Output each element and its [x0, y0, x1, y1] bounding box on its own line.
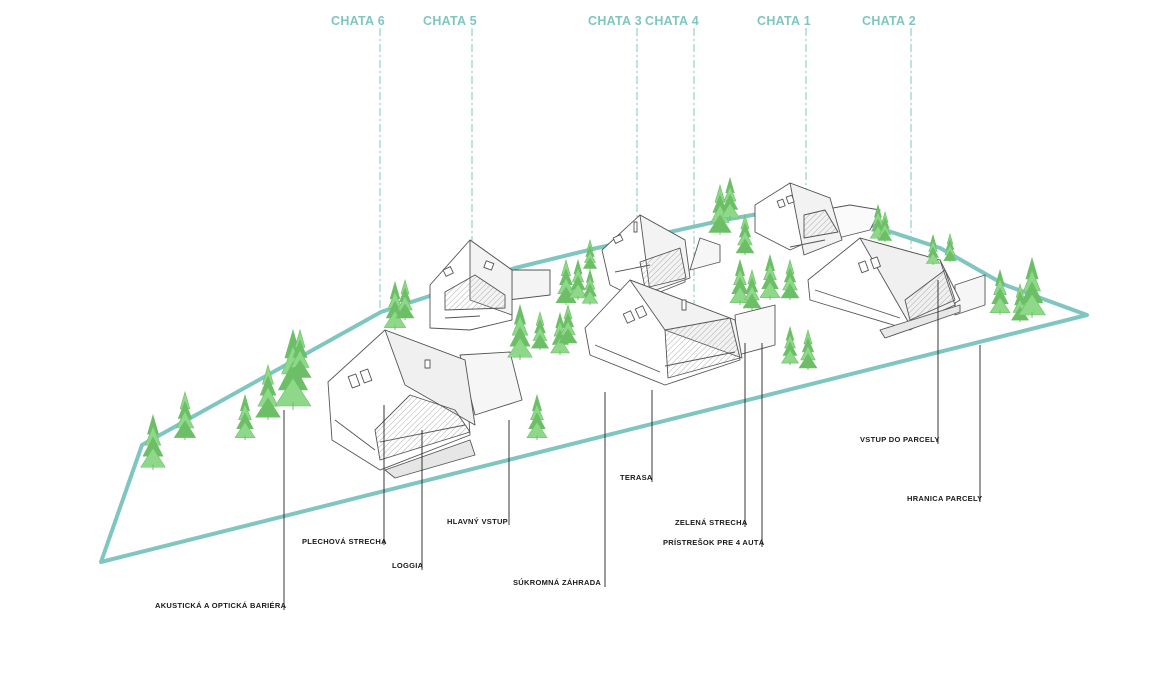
hranica-label: HRANICA PARCELY: [907, 494, 983, 503]
house-chata-3: [601, 214, 721, 301]
tree: [735, 213, 755, 255]
plot-boundary: [99, 203, 1089, 564]
tree: [582, 238, 598, 270]
house-chata-2: [807, 237, 986, 339]
trees: [140, 176, 1046, 470]
tree: [925, 233, 941, 265]
tree: [720, 176, 740, 220]
tree: [759, 253, 781, 300]
chata-2-label: CHATA 2: [862, 14, 916, 28]
pristresok-label: PRÍSTREŠOK PRE 4 AUTÁ: [663, 538, 765, 547]
tree: [255, 363, 281, 420]
tree: [555, 258, 577, 305]
house-chata-4: [584, 279, 776, 386]
vstup-parcely-label: VSTUP DO PARCELY: [860, 435, 940, 444]
tree: [173, 390, 197, 440]
chata-3-label: CHATA 3: [588, 14, 642, 28]
house-chata-1: [754, 182, 881, 256]
tree: [526, 393, 548, 440]
tree: [729, 258, 751, 305]
tree: [780, 258, 800, 300]
terasa-label: TERASA: [620, 473, 653, 482]
tree: [1018, 256, 1046, 318]
tree: [568, 258, 588, 300]
tree: [140, 413, 166, 470]
tree: [780, 325, 800, 365]
callout-lines: [283, 280, 981, 610]
akusticka-label: AKUSTICKÁ A OPTICKÁ BARIÉRA: [155, 601, 287, 610]
hlavny-vstup-label: HLAVNÝ VSTUP: [447, 517, 508, 526]
plechova-label: PLECHOVÁ STRECHA: [302, 537, 387, 546]
house-chata-6: [327, 329, 523, 479]
chata-5-label: CHATA 5: [423, 14, 477, 28]
house-chata-5: [429, 239, 551, 331]
tree: [877, 210, 893, 242]
tree: [558, 303, 578, 345]
tree: [798, 328, 818, 370]
chata-4-label: CHATA 4: [645, 14, 699, 28]
tree: [288, 328, 312, 380]
zelena-label: ZELENÁ STRECHA: [675, 518, 748, 527]
tree: [530, 310, 550, 350]
tree: [989, 268, 1011, 315]
tree: [943, 232, 957, 262]
tree: [507, 303, 533, 360]
tree: [234, 393, 256, 440]
tree: [395, 278, 415, 320]
tree: [383, 280, 407, 330]
houses: [327, 182, 986, 479]
chata-1-label: CHATA 1: [757, 14, 811, 28]
tree: [581, 268, 599, 305]
chata-6-label: CHATA 6: [331, 14, 385, 28]
sukromna-label: SÚKROMNÁ ZÁHRADA: [513, 578, 602, 587]
loggia-label: LOGGIA: [392, 561, 424, 570]
tree: [742, 268, 762, 310]
